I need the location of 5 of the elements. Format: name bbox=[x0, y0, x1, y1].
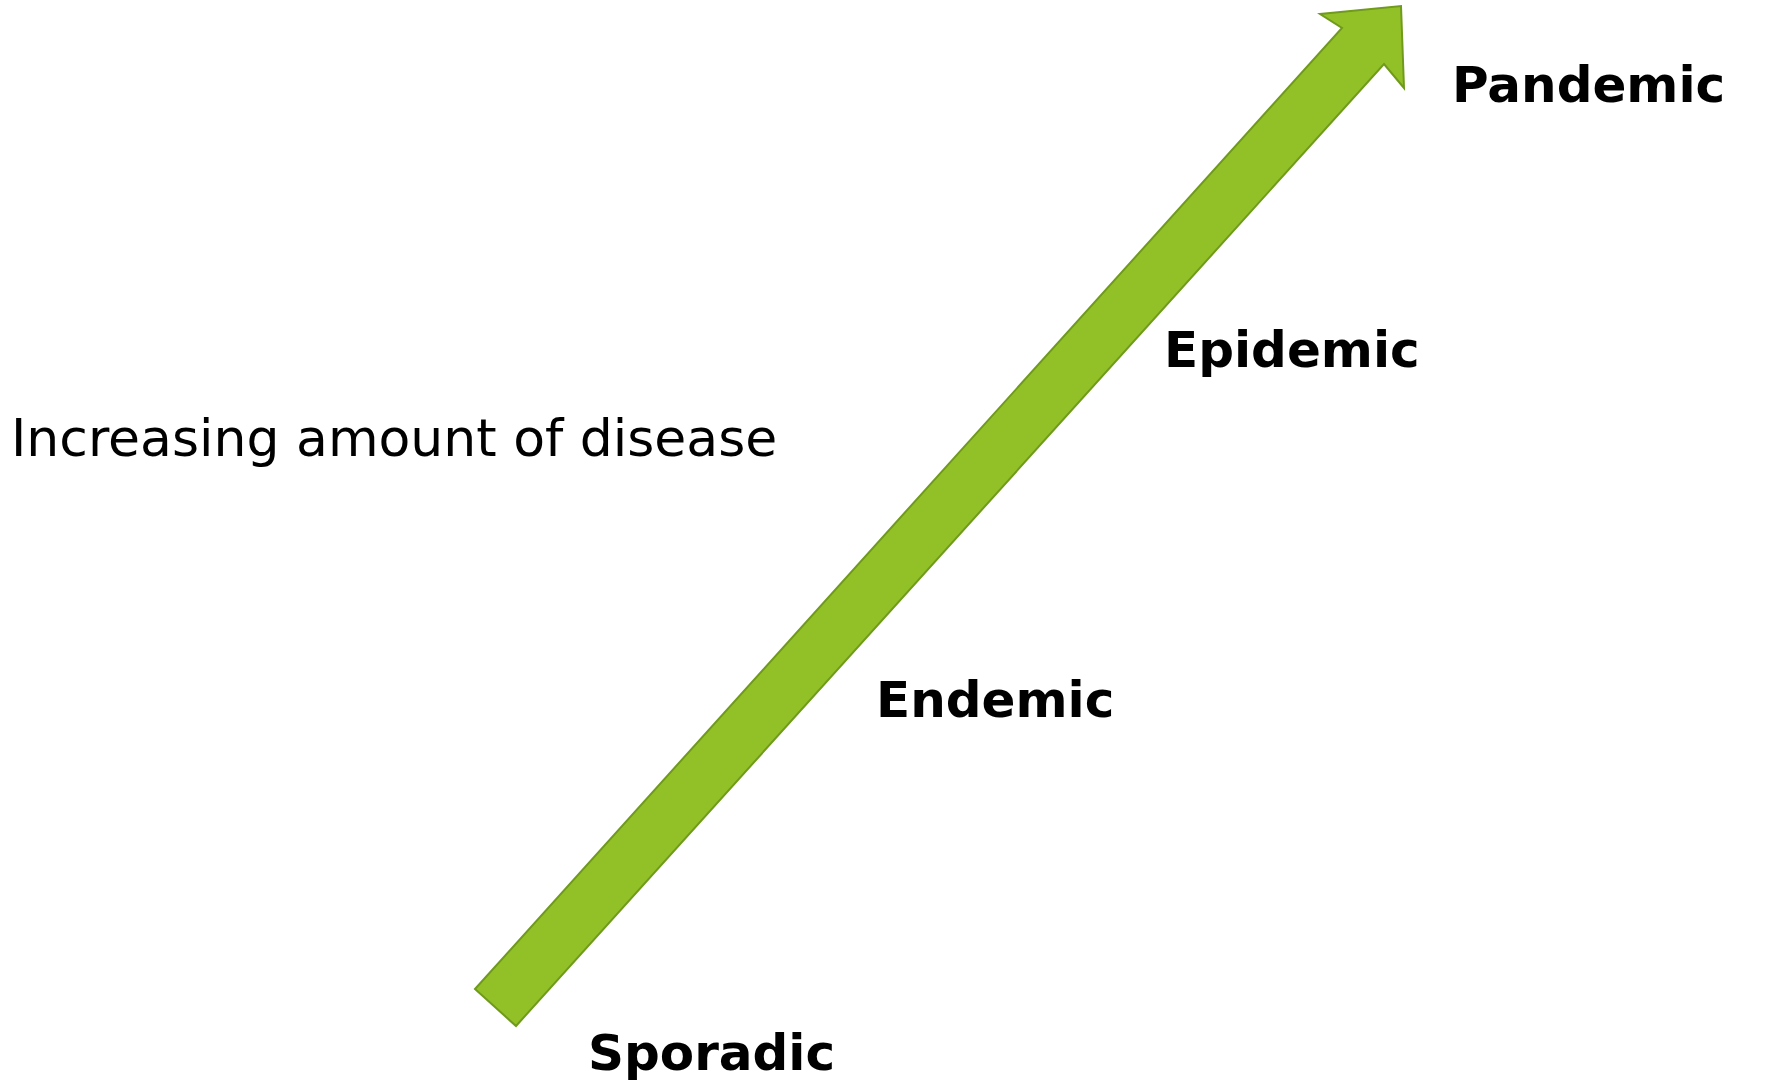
stage-label: Epidemic bbox=[1164, 320, 1420, 380]
axis-label: Increasing amount of disease bbox=[11, 406, 778, 470]
stage-label: Sporadic bbox=[588, 1023, 836, 1083]
stage-label: Endemic bbox=[876, 670, 1115, 730]
stage-label: Pandemic bbox=[1452, 55, 1726, 115]
